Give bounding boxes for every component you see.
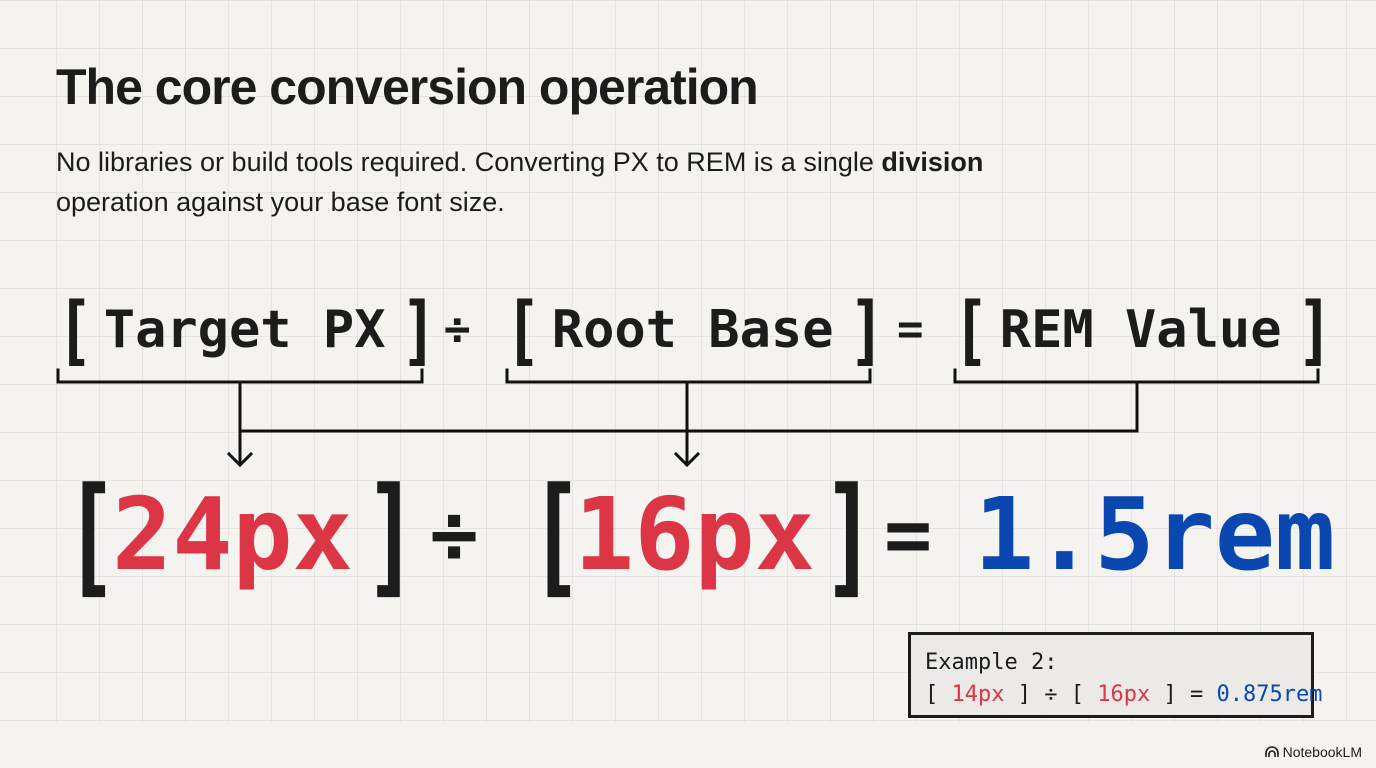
divide-operator: ÷ (430, 488, 479, 581)
notebooklm-watermark: NotebookLM (1264, 744, 1362, 760)
arrow-head-right-icon (673, 451, 701, 468)
subtitle-emphasis: division (881, 147, 984, 177)
equals-operator: = (884, 488, 933, 581)
close-bracket: ] (821, 459, 877, 611)
term-root-base-label: Root Base (551, 300, 834, 360)
divide-operator: ÷ (1044, 682, 1058, 707)
slide-title: The core conversion operation (56, 59, 759, 115)
example-2-root-value: 16px (1097, 682, 1151, 707)
formula-term-rem-value: [ REM Value ] (948, 290, 1337, 370)
example-2-box: Example 2: [ 14px ] ÷ [ 16px ] = 0.875re… (908, 632, 1322, 718)
formula-term-root-base: [ Root Base ] (500, 290, 889, 370)
open-bracket: [ (56, 285, 94, 374)
close-bracket: ] (363, 459, 419, 611)
slide-subtitle: No libraries or build tools required. Co… (56, 142, 996, 222)
open-bracket: [ (925, 682, 939, 707)
underbrace-target-px (56, 368, 424, 384)
term-target-px-label: Target PX (103, 300, 386, 360)
example-2-label: Example 2: (925, 650, 1058, 675)
arrow-head-left-icon (226, 451, 254, 468)
subtitle-text-1: No libraries or build tools required. Co… (56, 147, 882, 177)
open-bracket: [ (504, 285, 542, 374)
divide-operator: ÷ (444, 304, 471, 355)
example-1-target-value: 24px (112, 476, 353, 593)
example-1-root-value: 16px (574, 476, 815, 593)
brand-label: NotebookLM (1282, 744, 1362, 760)
close-bracket: ] (400, 285, 437, 374)
close-bracket: ] (1296, 285, 1333, 374)
example-2-target-value: 14px (951, 682, 1005, 707)
equals-operator: = (1189, 682, 1204, 707)
term-rem-value-label: REM Value (999, 300, 1282, 360)
notebooklm-icon (1264, 746, 1279, 757)
underbrace-root-base (505, 368, 872, 384)
close-bracket: ] (1017, 682, 1031, 707)
equals-operator: = (897, 304, 924, 355)
subtitle-text-2: operation against your base font size. (56, 187, 505, 217)
close-bracket: ] (1163, 682, 1177, 707)
example-2-result-value: 0.875rem (1216, 682, 1323, 707)
example-1-result-value: 1.5rem (974, 476, 1336, 593)
underbrace-rem-value (953, 368, 1320, 384)
open-bracket: [ (952, 285, 990, 374)
example-2-formula: [ 14px ] ÷ [ 16px ] = 0.875rem (925, 679, 1322, 711)
open-bracket: [ (63, 459, 119, 611)
formula-term-target-px: [ Target PX ] (52, 290, 441, 370)
open-bracket: [ (528, 459, 584, 611)
grid-background-left (0, 0, 56, 722)
close-bracket: ] (848, 285, 885, 374)
open-bracket: [ (1070, 682, 1084, 707)
